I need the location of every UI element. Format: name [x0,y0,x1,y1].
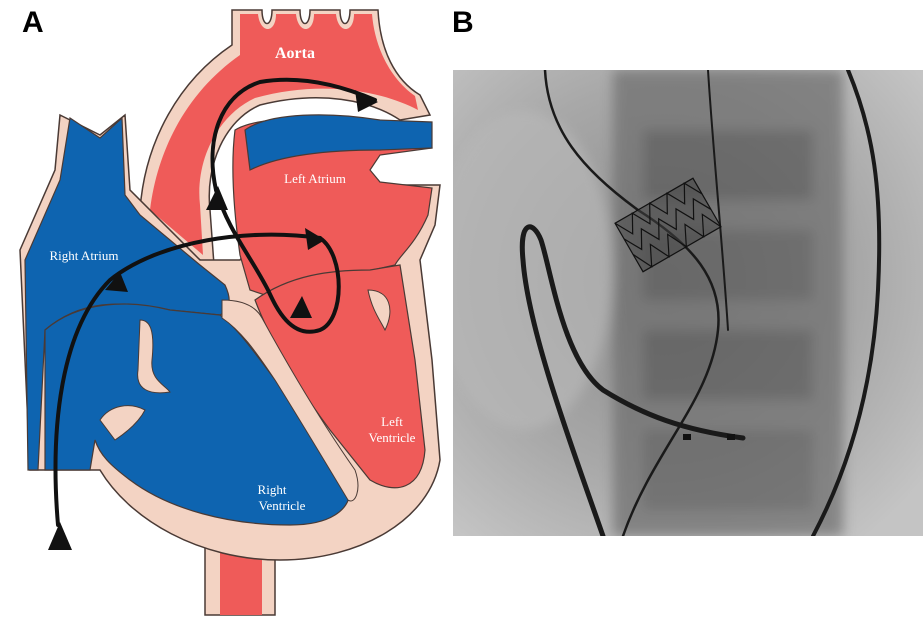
panel-b-letter: B [452,8,474,38]
fluoroscopy-image [453,70,923,536]
arrowhead-bottom [48,522,72,550]
heart-diagram: Aorta Left Atrium Right Atrium Left Vent… [0,0,450,620]
label-right-ventricle-line1: Right [258,482,287,497]
label-left-ventricle-line2: Ventricle [369,430,416,445]
electrode-marker-1 [683,434,691,440]
label-right-atrium: Right Atrium [50,248,119,263]
label-left-ventricle-line1: Left [381,414,403,429]
electrode-marker-2 [727,434,735,440]
label-right-ventricle-line2: Ventricle [259,498,306,513]
label-left-atrium: Left Atrium [284,171,346,186]
label-aorta: Aorta [275,45,315,62]
